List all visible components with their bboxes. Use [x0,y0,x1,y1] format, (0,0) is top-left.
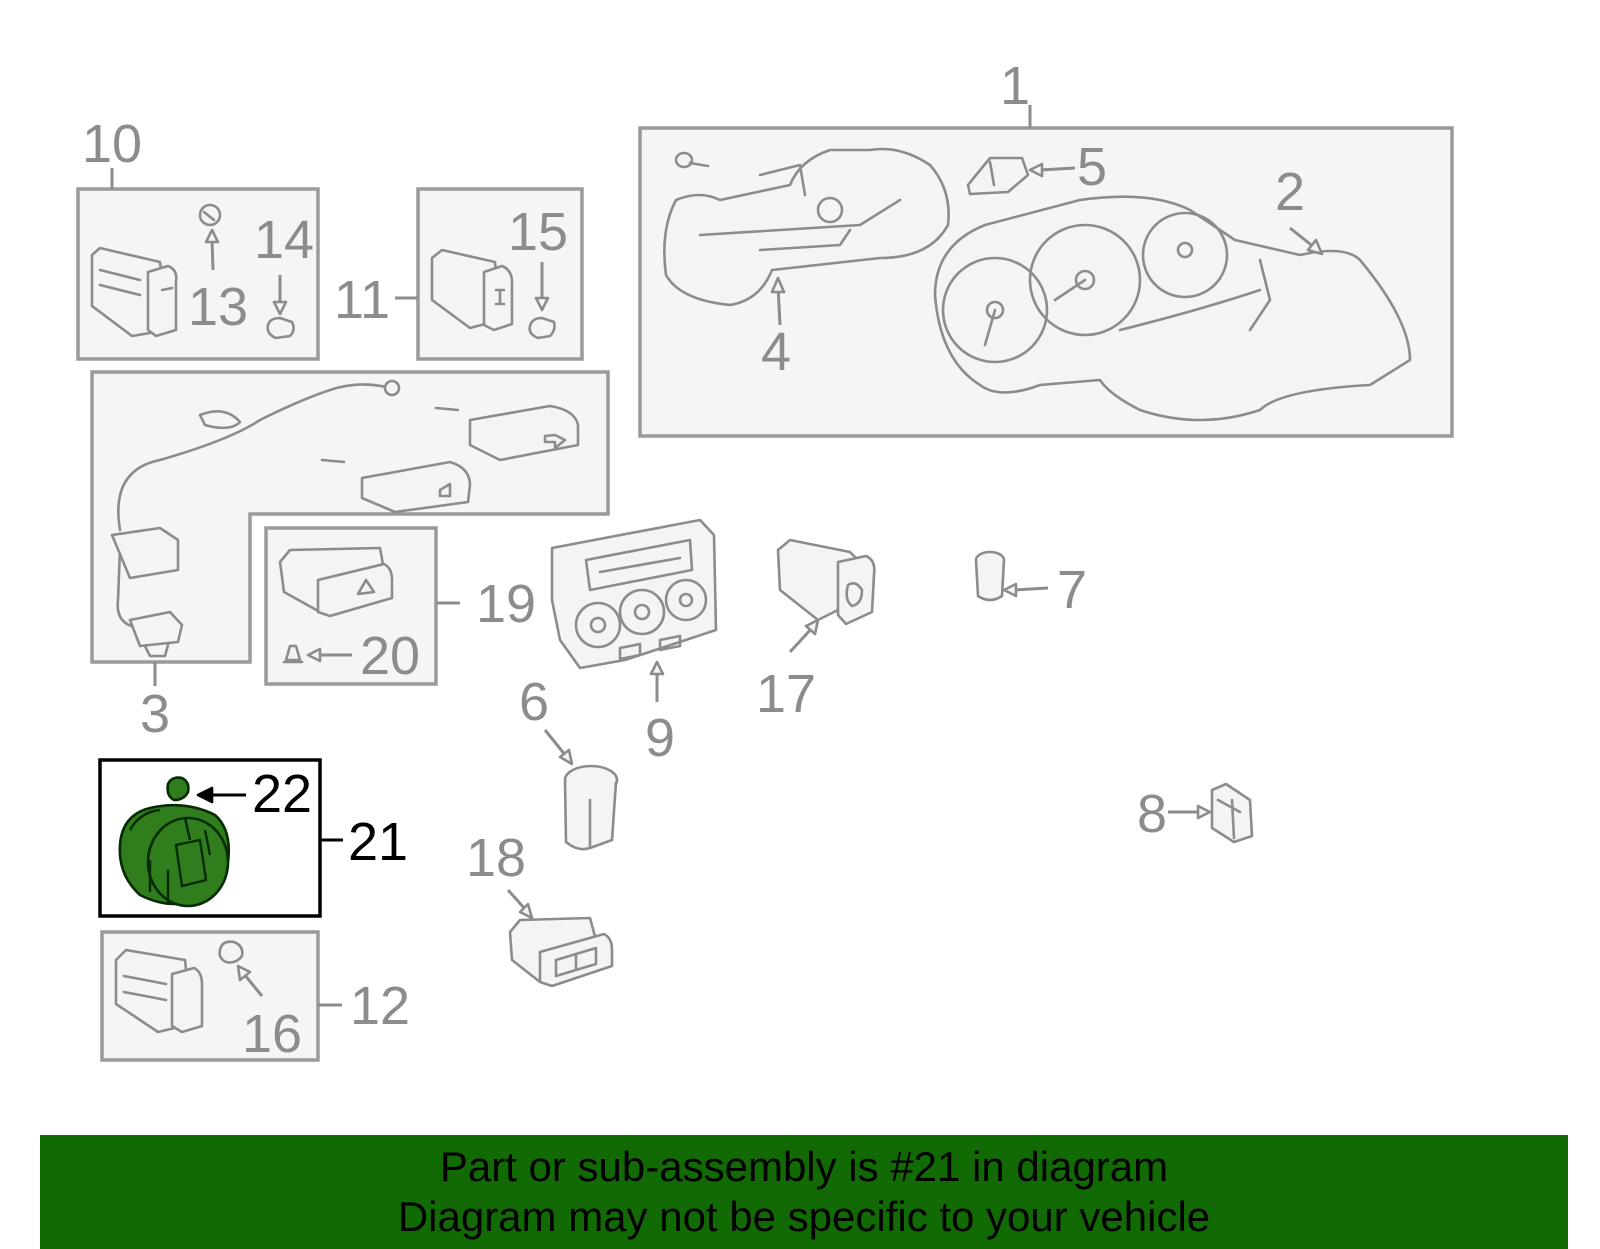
part-5-clip[interactable] [966,156,1030,196]
part-15-clip[interactable] [528,316,556,340]
callout-18: 18 [466,828,526,888]
part-4-cluster-housing[interactable] [663,147,950,307]
group-10-switch[interactable] [76,168,320,361]
group-21-headlamp-switch[interactable] [98,758,343,918]
callout-21: 21 [348,812,408,872]
part-22-clip[interactable] [166,776,190,802]
info-banner: Part or sub-assembly is #21 in diagram D… [40,1135,1568,1249]
group-3-wire-harness[interactable] [90,370,610,686]
callout-7: 7 [1057,560,1087,620]
part-7-plug[interactable] [974,550,1006,602]
callout-20: 20 [360,626,420,686]
callout-22: 22 [252,764,312,824]
banner-line-2: Diagram may not be specific to your vehi… [397,1193,1211,1240]
part-12-switch-body[interactable] [114,948,204,1034]
part-2-gauge-assembly[interactable] [933,195,1412,422]
callout-11: 11 [334,270,390,330]
callout-9: 9 [645,708,675,768]
part-11-switch-body[interactable] [430,248,514,332]
callout-2: 2 [1275,162,1305,222]
callout-14: 14 [254,210,314,270]
callout-6: 6 [519,672,549,732]
callout-12: 12 [350,976,410,1036]
group-11-switch[interactable] [395,187,584,361]
banner-line-1: Part or sub-assembly is #21 in diagram [439,1143,1169,1190]
callout-15: 15 [508,202,568,262]
callout-13: 13 [188,277,248,337]
group-19-hazard-switch[interactable] [264,526,460,686]
group-12-switch[interactable] [100,930,342,1062]
part-18-switch[interactable] [508,916,614,988]
part-21-headlamp-switch-knob[interactable] [118,803,230,908]
group-1-instrument-cluster[interactable] [638,105,1454,438]
screw-part[interactable] [674,151,710,169]
callout-4: 4 [761,322,791,382]
part-8-connector[interactable] [1210,782,1254,844]
callout-10: 10 [82,114,142,174]
callout-8: 8 [1137,784,1167,844]
callout-16: 16 [242,1004,302,1064]
part-16-clip[interactable] [218,940,244,964]
callout-17: 17 [756,664,816,724]
callout-5: 5 [1077,137,1107,197]
part-19-hazard-switch[interactable] [278,546,394,618]
part-13-clip[interactable] [198,203,222,227]
part-3-harness[interactable] [110,379,580,658]
part-20-clip[interactable] [282,644,304,664]
part-17-dimmer-switch[interactable] [776,538,876,626]
part-10-switch-body[interactable] [90,246,178,338]
callout-19: 19 [476,574,536,634]
part-6-socket[interactable] [563,764,619,851]
part-14-clip[interactable] [266,316,295,340]
callout-3: 3 [140,684,170,744]
callout-1: 1 [1000,56,1030,116]
part-9-climate-control[interactable] [550,518,718,670]
